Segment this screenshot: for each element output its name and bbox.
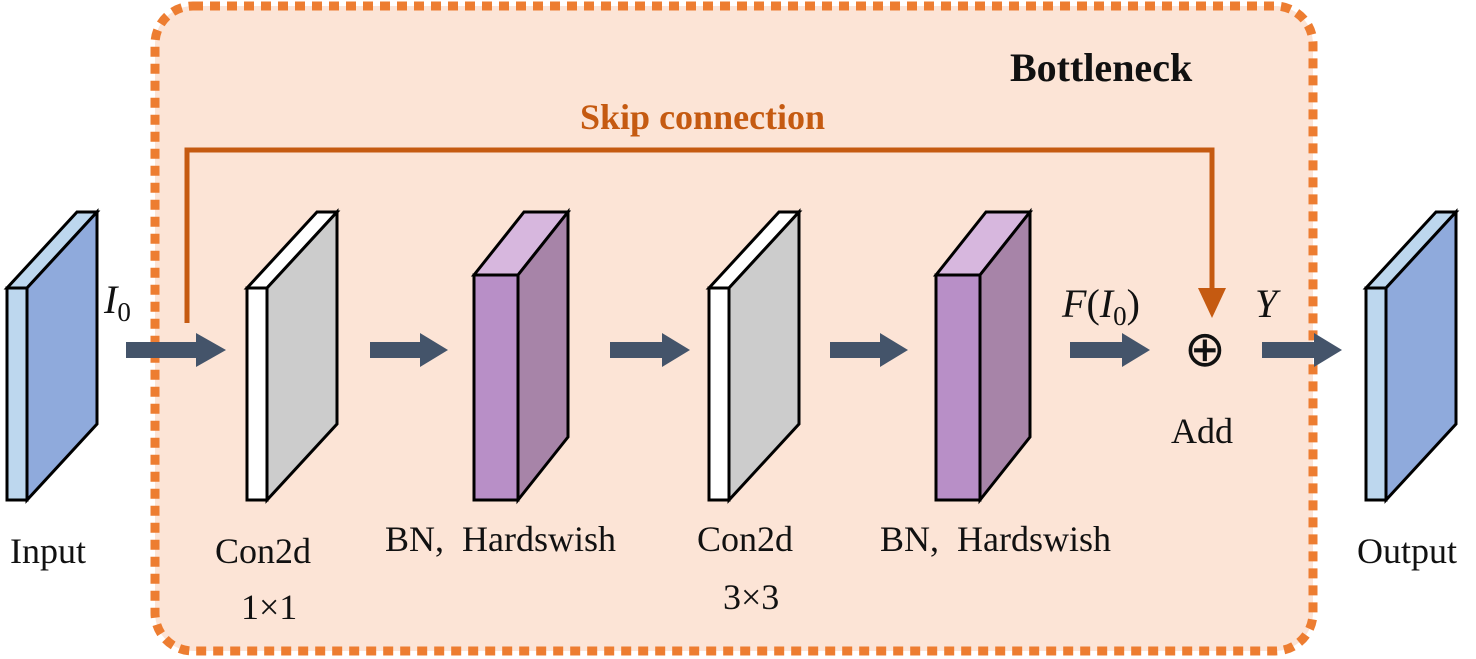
flow-arrow-3 xyxy=(610,333,690,367)
input-variable-label: I0 xyxy=(104,277,131,327)
bn-hardswish-label-2: BN, Hardswish xyxy=(880,519,1111,559)
flow-arrow-6 xyxy=(1262,333,1342,367)
add-symbol: ⊕ xyxy=(1184,320,1226,378)
input-label: Input xyxy=(10,531,86,571)
input-layer-block xyxy=(3,208,101,504)
bn-hardswish-label-1: BN, Hardswish xyxy=(385,519,616,559)
conv-3x3-kernel-label: 3×3 xyxy=(723,577,780,617)
output-label: Output xyxy=(1357,531,1458,571)
flow-arrow-4 xyxy=(830,333,908,367)
flow-arrow-5 xyxy=(1070,333,1150,367)
skip-connection-line xyxy=(184,147,1215,323)
flow-arrow-2 xyxy=(370,333,448,367)
conv-3x3-label: Con2d xyxy=(697,519,794,559)
bn-hardswish-block-2 xyxy=(932,207,1034,505)
add-label: Add xyxy=(1171,411,1233,451)
conv-1x1-kernel-label: 1×1 xyxy=(241,587,298,627)
residual-function-label: F(I0) xyxy=(1062,281,1140,331)
skip-connection-arrowhead xyxy=(1198,288,1226,318)
conv-3x3-block xyxy=(705,208,803,504)
flow-arrow-1 xyxy=(126,333,226,367)
skip-connection-label: Skip connection xyxy=(580,97,826,137)
output-layer-block xyxy=(1362,208,1460,504)
bn-hardswish-block-1 xyxy=(470,207,572,505)
conv-1x1-block xyxy=(243,208,341,504)
conv-1x1-label: Con2d xyxy=(215,531,312,571)
bottleneck-label: Bottleneck xyxy=(1010,45,1193,90)
output-variable-label: Y xyxy=(1255,281,1278,326)
